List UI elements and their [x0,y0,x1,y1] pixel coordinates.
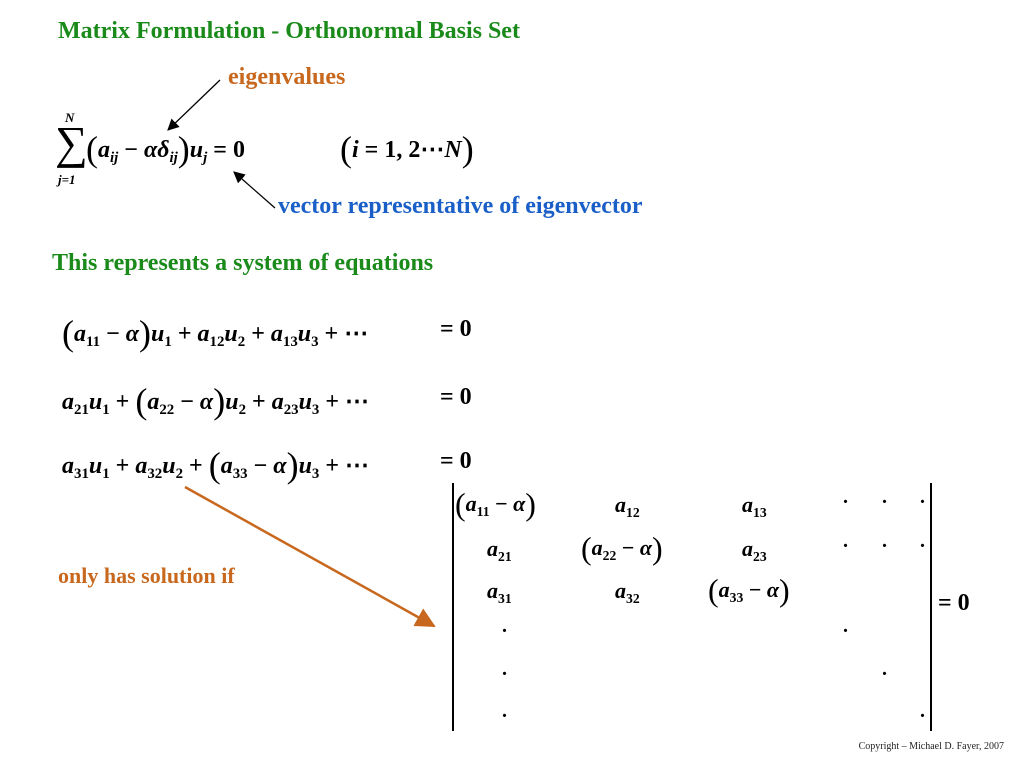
det-dot: . [882,530,887,552]
sum-upper-limit: N [65,110,75,125]
det-cell-2-3: a23 [742,536,767,564]
system-equation-3-rhs: = 0 [440,448,472,474]
copyright-notice: Copyright – Michael D. Fayer, 2007 [858,741,1004,752]
determinant-right-bar [930,483,932,731]
eigenvalue-equation: (aij − αδij)uj = 0 [86,129,245,169]
det-dot: . [502,700,507,722]
det-dot: . [882,486,887,508]
eigenvalues-label: eigenvalues [228,64,346,90]
det-dot: . [920,486,925,508]
system-equation-2-rhs: = 0 [440,384,472,410]
sigma-icon: ∑ [55,117,88,168]
det-dot: . [502,615,507,637]
det-dot: . [843,486,848,508]
system-label: This represents a system of equations [52,250,434,276]
det-cell-3-3: (a33 − α) [708,572,790,608]
system-equation-2: a21u1 + (a22 − α)u2 + a23u3 + ⋯ [62,381,370,421]
solution-label: only has solution if [58,563,235,588]
det-cell-1-2: a12 [615,492,640,520]
det-dot: . [843,530,848,552]
det-cell-3-2: a32 [615,578,640,606]
det-cell-1-3: a13 [742,492,767,520]
determinant-rhs: = 0 [938,590,970,616]
index-range: (i = 1, 2⋯N) [340,129,474,169]
slide-title: Matrix Formulation - Orthonormal Basis S… [58,18,520,44]
eigenvector-label: vector representative of eigenvector [278,193,643,219]
solution-arrow [184,485,436,628]
det-dot: . [843,615,848,637]
eigenvector-arrow [233,171,276,209]
det-cell-3-1: a31 [487,578,512,606]
det-cell-2-2: (a22 − α) [581,530,663,566]
sum-lower-limit: j=1 [58,172,76,187]
det-dot: . [882,658,887,680]
det-dot: . [920,700,925,722]
system-equation-1-rhs: = 0 [440,316,472,342]
det-cell-1-1: (a11 − α) [455,486,536,522]
determinant-left-bar [452,483,454,731]
system-equation-3: a31u1 + a32u2 + (a33 − α)u3 + ⋯ [62,445,370,485]
eigenvalue-arrow [167,79,221,131]
det-cell-2-1: a21 [487,536,512,564]
det-dot: . [920,530,925,552]
det-dot: . [502,658,507,680]
system-equation-1: (a11 − α)u1 + a12u2 + a13u3 + ⋯ [62,313,369,353]
